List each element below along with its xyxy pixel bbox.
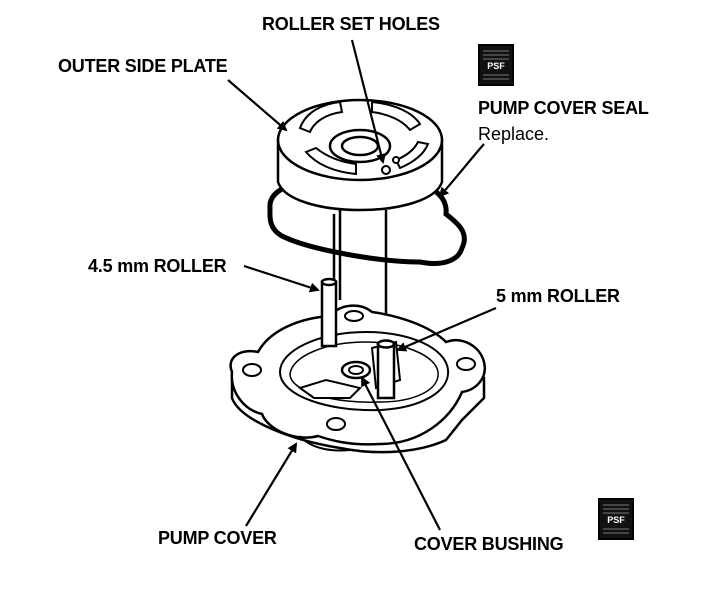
psf-fluid-icon-bushing: PSF — [598, 498, 634, 540]
leader-pump-cover-seal — [438, 143, 485, 198]
leader-roller-set-holes — [350, 39, 386, 164]
psf-badge-text: PSF — [600, 514, 632, 526]
leader-cover-bushing — [361, 376, 441, 531]
psf-badge-text: PSF — [480, 60, 512, 72]
label-pump-cover: PUMP COVER — [158, 528, 277, 548]
label-roller-set-holes: ROLLER SET HOLES — [262, 14, 440, 34]
outer-side-plate — [276, 98, 444, 212]
label-cover-bushing: COVER BUSHING — [414, 534, 564, 554]
leader-outer-side-plate — [227, 79, 288, 132]
leader-lines — [227, 39, 497, 531]
label-replace-note: Replace. — [478, 124, 550, 144]
label-outer-side-plate: OUTER SIDE PLATE — [58, 56, 228, 76]
pump-cover — [229, 304, 487, 454]
roller-4-5mm — [320, 277, 338, 348]
leader-pump-cover — [245, 442, 298, 527]
label-roller-5mm: 5 mm ROLLER — [496, 286, 620, 306]
label-roller-45mm: 4.5 mm ROLLER — [88, 256, 227, 276]
alignment-lines — [332, 210, 388, 316]
roller-5mm — [376, 339, 396, 400]
psf-fluid-icon: PSF — [478, 44, 514, 86]
leader-roller-5mm — [396, 306, 497, 352]
leader-roller-45mm — [243, 264, 320, 293]
label-pump-cover-seal: PUMP COVER SEAL — [478, 98, 649, 118]
